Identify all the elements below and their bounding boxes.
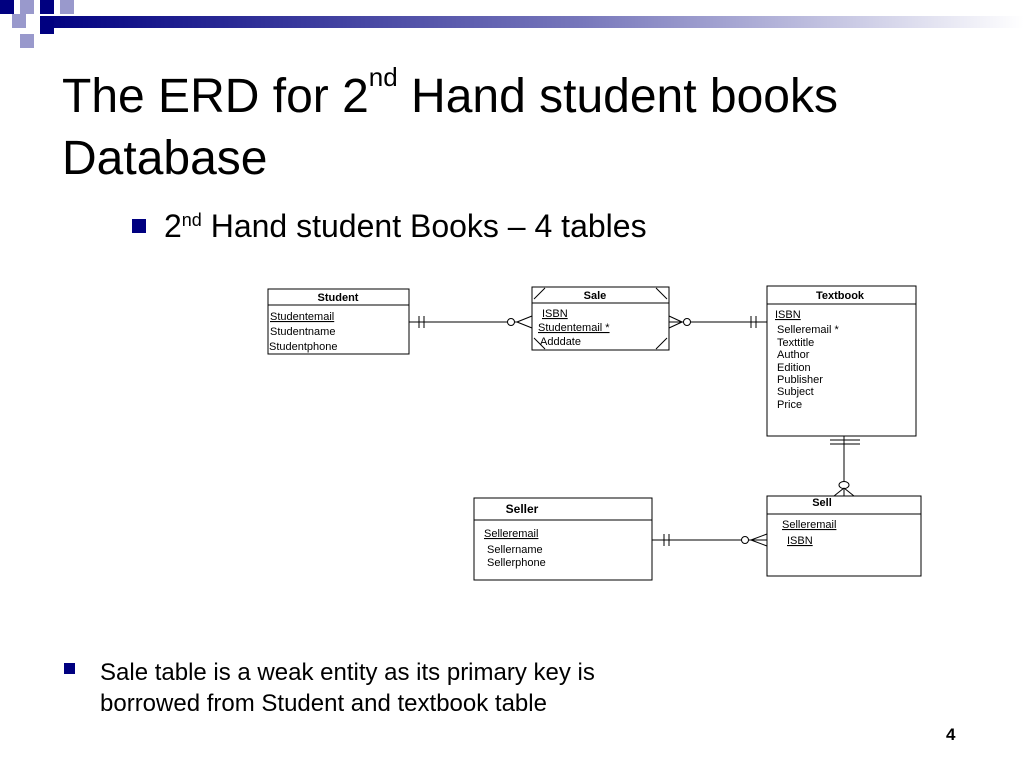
decorative-banner: [0, 0, 1024, 48]
relationship-sale-textbook: [668, 315, 767, 329]
entity-sell: [766, 495, 922, 577]
entity-textbook: [766, 285, 917, 437]
seller-attr: Sellerphone: [487, 557, 546, 569]
relationship-student-sale: [409, 315, 533, 329]
sell-header: Sell: [812, 497, 832, 509]
textbook-attr: Publisher: [777, 374, 823, 386]
seller-attr: Sellername: [487, 544, 543, 556]
textbook-attr: Edition: [777, 362, 811, 374]
student-attr-pk: Studentemail: [270, 311, 334, 323]
student-attr: Studentphone: [269, 341, 338, 353]
sale-attr-pk: Studentemail *: [538, 322, 610, 334]
seller-header: Seller: [506, 502, 539, 516]
erd-diagram: Student Studentemail Studentname Student…: [267, 285, 922, 581]
textbook-attr: Price: [777, 399, 802, 411]
sale-header: Sale: [584, 290, 607, 302]
bullet-square-icon: [64, 663, 75, 674]
textbook-attr-pk: ISBN: [775, 309, 801, 321]
sale-attr-pk: ISBN: [542, 308, 568, 320]
slide-title: The ERD for 2nd Hand student books Datab…: [62, 62, 838, 185]
sell-attr-pk: ISBN: [787, 535, 813, 547]
student-header: Student: [318, 292, 359, 304]
entity-seller: [473, 497, 653, 581]
bullet-weak-entity-note: Sale table is a weak entity as its prima…: [64, 657, 660, 719]
relationship-textbook-sell: [830, 436, 860, 497]
bullet-tables-count: 2nd Hand student Books – 4 tables: [132, 208, 647, 245]
entity-sale: [531, 286, 670, 351]
student-attr: Studentname: [270, 326, 335, 338]
textbook-attr: Selleremail *: [777, 324, 839, 336]
sell-attr-pk: Selleremail: [782, 519, 836, 531]
textbook-attr: Subject: [777, 386, 814, 398]
seller-attr-pk: Selleremail: [484, 528, 538, 540]
textbook-attr: Texttitle: [777, 337, 814, 349]
sale-attr: Adddate: [540, 336, 581, 348]
page-number: 4: [946, 725, 956, 744]
textbook-attr: Author: [777, 349, 810, 361]
bullet-square-icon: [132, 219, 146, 233]
entity-student: [267, 288, 410, 355]
textbook-header: Textbook: [816, 290, 865, 302]
relationship-seller-sell: [652, 533, 768, 547]
